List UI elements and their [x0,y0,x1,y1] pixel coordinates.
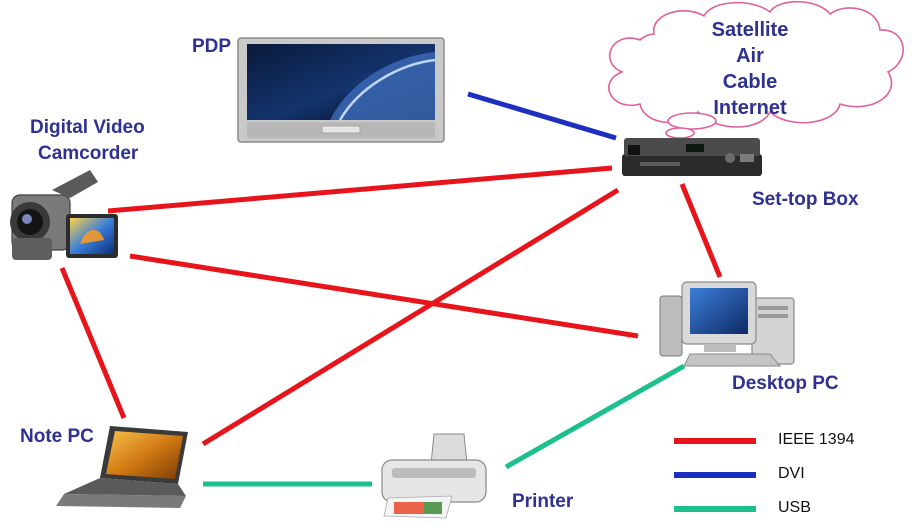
cloud-shape [608,1,904,146]
printer-device [381,433,487,519]
note-pc-device [56,426,188,508]
link-printer-desktop [504,363,686,470]
cloud-source-internet: Internet [713,97,787,119]
pdp-device [237,37,445,143]
desktop-pc-device [659,281,795,367]
camcorder-label-line1: Digital Video [30,117,145,138]
link-settop-desktop [679,183,723,278]
link-camcorder-notepc [59,267,127,419]
camcorder-device [10,170,118,260]
link-pdp-settop [467,91,617,141]
settop-box-device [622,138,762,176]
link-camcorder-desktop [129,253,639,339]
desktop-label: Desktop PC [732,373,839,394]
pdp-label: PDP [192,36,232,57]
printer-label: Printer [512,491,574,512]
legend-label-dvi: DVI [778,465,805,482]
cloud-source-satellite: Satellite [711,19,789,41]
legend-label-usb: USB [778,499,811,516]
legend-label-ieee1394: IEEE 1394 [778,431,855,448]
notepc-label: Note PC [20,426,94,447]
cloud-source-air: Air [736,45,764,67]
connection-lines [59,91,723,487]
link-notepc-settop [201,187,620,447]
cloud-source-cable: Cable [722,71,778,93]
settop-label: Set-top Box [752,189,859,210]
legend [674,438,756,512]
link-camcorder-settop [107,165,613,214]
cloud-sources: Satellite Air Cable Internet [690,17,810,121]
camcorder-label-line2: Camcorder [38,143,139,164]
